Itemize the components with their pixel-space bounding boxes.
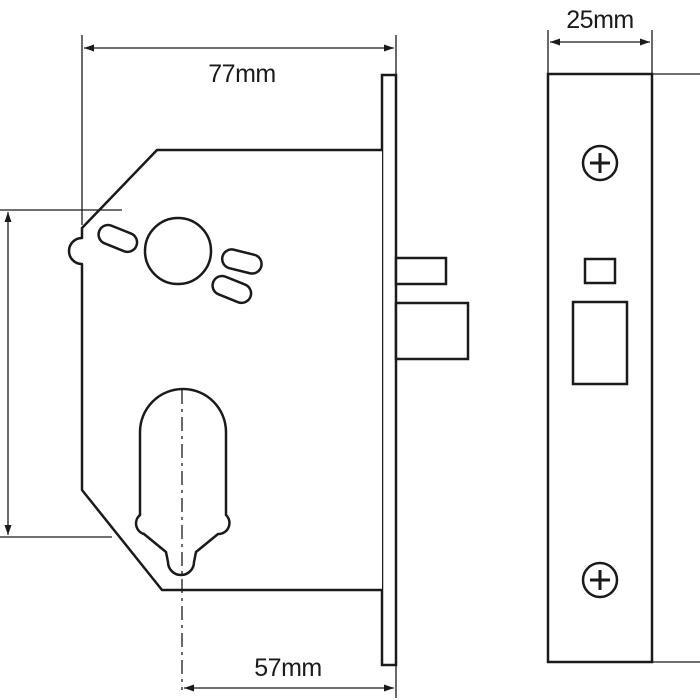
fixing-slot-right-lower [211,274,253,305]
screw-bottom-icon [581,561,619,599]
dimension-faceplate-width: 25mm [547,6,653,74]
spindle-hole [143,216,213,286]
forend-plate-edge [380,73,398,667]
cylinder-cutout [134,387,231,577]
faceplate-bolt-opening [571,300,629,386]
dimension-case-width: 77mm [81,35,397,225]
bolt-guide [394,256,448,286]
lock-case-outline [67,148,382,592]
dimension-label-faceplate-width: 25mm [566,6,633,34]
faceplate-guide-opening [583,257,617,285]
dimension-faceplate-height: 154mm [652,73,700,663]
fixing-slot-left [97,223,139,254]
dimension-backset: 57mm [184,654,397,698]
dimension-label-backset: 57mm [254,654,321,682]
deadbolt-tongue [394,301,470,361]
faceplate-front-view [546,72,654,664]
dimension-centres-vertical [0,209,122,538]
fixing-slot-right-upper [220,248,263,275]
lock-body-side-view [67,73,470,667]
screw-top-icon [581,144,619,182]
dimension-label-case-width: 77mm [208,60,275,88]
